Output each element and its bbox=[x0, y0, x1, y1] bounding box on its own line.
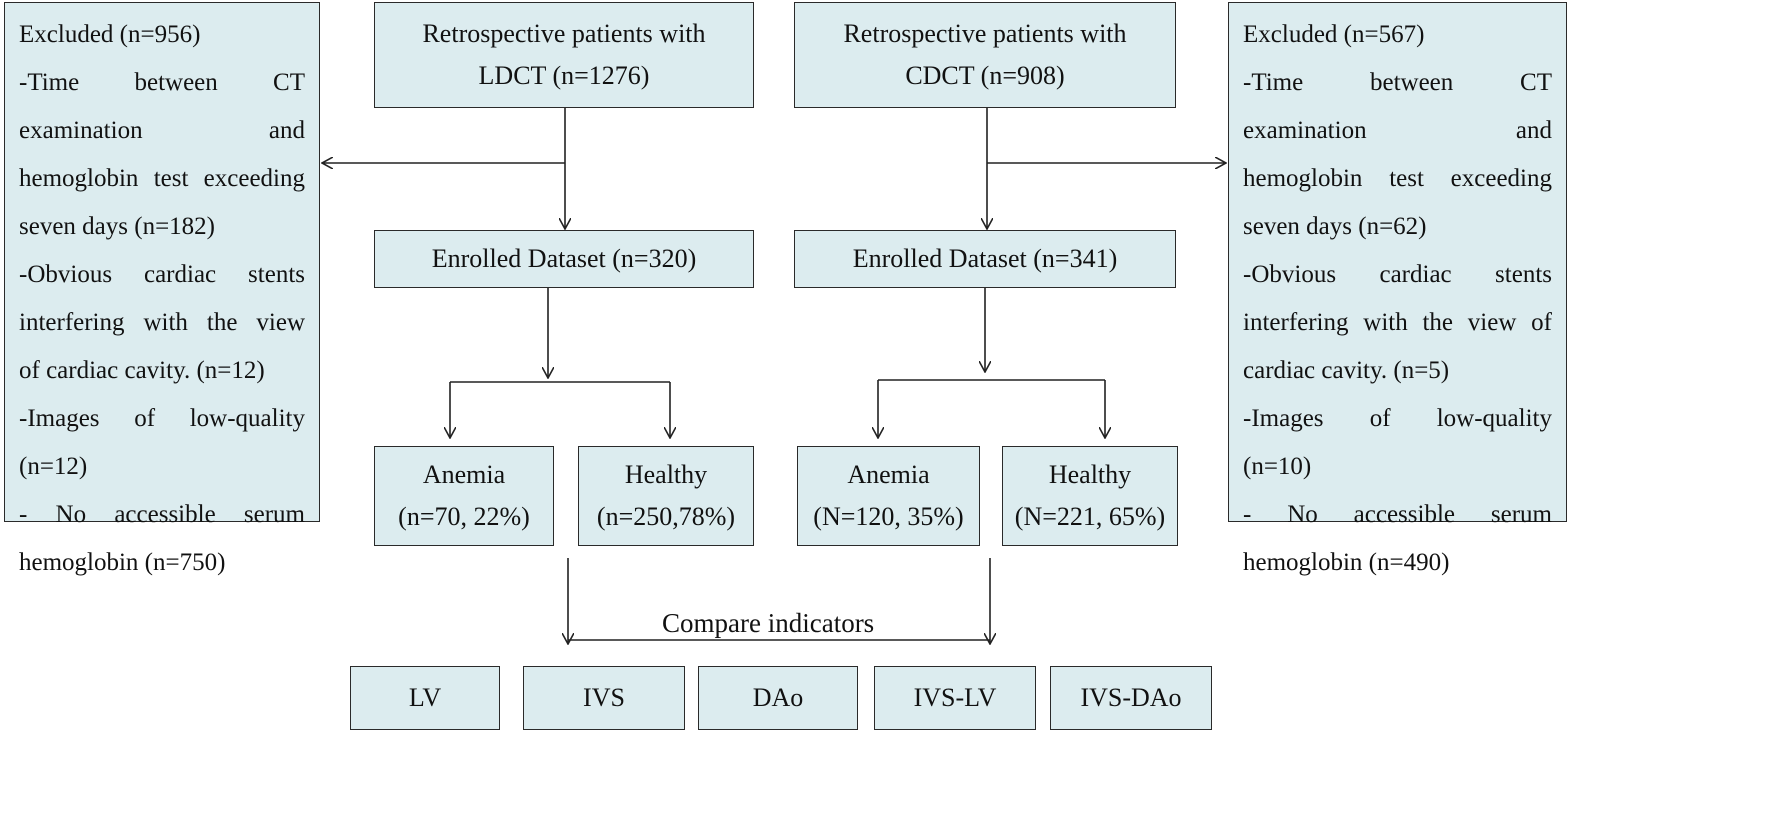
indicator-dao-box: DAo bbox=[698, 666, 858, 730]
exclusion-line: seven days (n=182) bbox=[19, 213, 215, 240]
exclusion-line: Excluded (n=567) bbox=[1243, 21, 1425, 48]
exclusion-line: examination and bbox=[19, 117, 305, 144]
exclusion-line: -Obvious cardiac stents bbox=[19, 261, 305, 288]
exclusion-line: Excluded (n=956) bbox=[19, 21, 201, 48]
exclusion-line: interfering with the view bbox=[19, 309, 305, 336]
exclusion-line: -Time between CT bbox=[1243, 69, 1552, 96]
cdct-enrolled-label: Enrolled Dataset (n=341) bbox=[852, 244, 1118, 274]
exclusion-line: of cardiac cavity. (n=12) bbox=[19, 357, 265, 384]
cdct-healthy-count: (N=221, 65%) bbox=[1014, 502, 1166, 531]
exclusion-line: -Time between CT bbox=[19, 69, 305, 96]
ldct-retro-line1: Retrospective patients with bbox=[422, 19, 706, 49]
indicator-ivs-lv-box: IVS-LV bbox=[874, 666, 1036, 730]
exclusion-line: interfering with the view of bbox=[1243, 309, 1552, 336]
exclusion-line: (n=10) bbox=[1243, 453, 1312, 480]
exclusion-line: hemoglobin (n=490) bbox=[1243, 549, 1450, 576]
cdct-retro-line1: Retrospective patients with bbox=[843, 19, 1127, 49]
left-exclusion-box: Excluded (n=956) -Time between CT examin… bbox=[4, 2, 320, 576]
right-exclusion-box: Excluded (n=567) -Time between CT examin… bbox=[1228, 2, 1567, 576]
indicator-label: DAo bbox=[752, 683, 804, 713]
ldct-retrospective-box: Retrospective patients with LDCT (n=1276… bbox=[374, 2, 754, 108]
indicator-lv-box: LV bbox=[350, 666, 500, 730]
cdct-anemia-box: Anemia (N=120, 35%) bbox=[797, 446, 980, 546]
cdct-anemia-label: Anemia bbox=[847, 460, 930, 490]
exclusion-line: hemoglobin test exceeding bbox=[19, 165, 305, 192]
indicator-label: IVS-LV bbox=[913, 683, 997, 713]
cdct-healthy-box: Healthy (N=221, 65%) bbox=[1002, 446, 1178, 546]
exclusion-line: hemoglobin test exceeding bbox=[1243, 165, 1552, 192]
ldct-anemia-count: (n=70, 22%) bbox=[398, 502, 530, 531]
ldct-anemia-label: Anemia bbox=[422, 460, 506, 490]
cdct-anemia-count: (N=120, 35%) bbox=[813, 502, 964, 531]
ldct-healthy-count: (n=250,78%) bbox=[596, 502, 736, 531]
ldct-anemia-box: Anemia (n=70, 22%) bbox=[374, 446, 554, 546]
ldct-healthy-label: Healthy bbox=[624, 460, 708, 490]
exclusion-line: -Images of low-quality bbox=[1243, 405, 1552, 432]
ldct-enrolled-box: Enrolled Dataset (n=320) bbox=[374, 230, 754, 288]
exclusion-line: examination and bbox=[1243, 117, 1552, 144]
exclusion-line: -Images of low-quality bbox=[19, 405, 305, 432]
cdct-enrolled-box: Enrolled Dataset (n=341) bbox=[794, 230, 1176, 288]
exclusion-line: -Obvious cardiac stents bbox=[1243, 261, 1552, 288]
indicator-ivs-dao-box: IVS-DAo bbox=[1050, 666, 1212, 730]
compare-indicators-label: Compare indicators bbox=[662, 608, 875, 638]
exclusion-line: hemoglobin (n=750) bbox=[19, 549, 226, 576]
exclusion-line: cardiac cavity. (n=5) bbox=[1243, 357, 1450, 384]
indicator-label: IVS-DAo bbox=[1080, 683, 1182, 713]
indicator-label: IVS bbox=[583, 683, 625, 713]
ldct-enrolled-label: Enrolled Dataset (n=320) bbox=[431, 244, 697, 274]
cdct-healthy-label: Healthy bbox=[1048, 460, 1132, 490]
ldct-retro-line2: LDCT (n=1276) bbox=[478, 61, 650, 90]
exclusion-line: - No accessible serum bbox=[19, 501, 305, 528]
exclusion-line: - No accessible serum bbox=[1243, 501, 1552, 528]
exclusion-line: (n=12) bbox=[19, 453, 88, 480]
exclusion-line: seven days (n=62) bbox=[1243, 213, 1427, 240]
indicator-ivs-box: IVS bbox=[523, 666, 685, 730]
indicator-label: LV bbox=[408, 683, 442, 713]
ldct-healthy-box: Healthy (n=250,78%) bbox=[578, 446, 754, 546]
cdct-retro-line2: CDCT (n=908) bbox=[905, 61, 1065, 90]
cdct-retrospective-box: Retrospective patients with CDCT (n=908) bbox=[794, 2, 1176, 108]
